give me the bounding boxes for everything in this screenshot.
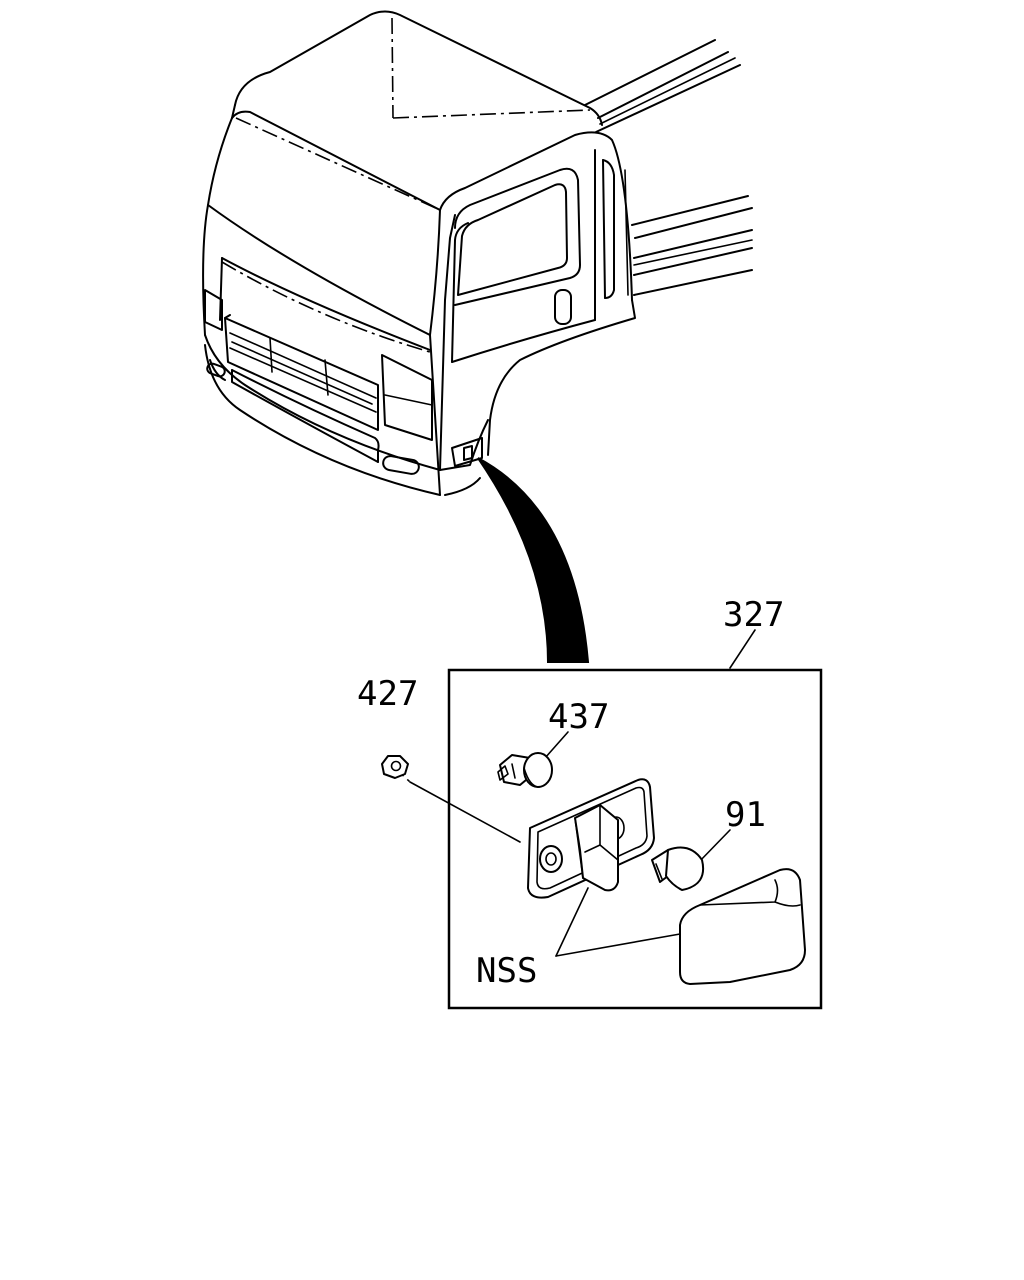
cab-roof bbox=[231, 10, 603, 211]
callout-437: 437 bbox=[548, 697, 609, 737]
nut-part-427 bbox=[381, 755, 409, 779]
lamp-housing-nss bbox=[527, 778, 655, 899]
detail-box bbox=[447, 668, 823, 1010]
windshield bbox=[207, 110, 441, 336]
socket-part-437 bbox=[497, 752, 553, 788]
cab-front bbox=[202, 204, 441, 496]
location-arrow bbox=[477, 457, 590, 663]
callout-427: 427 bbox=[357, 674, 418, 714]
callout-327: 327 bbox=[723, 595, 784, 635]
callout-nss: NSS bbox=[476, 951, 537, 991]
cab-side-door bbox=[439, 131, 636, 496]
lens-nss bbox=[679, 868, 806, 985]
bulb-part-91 bbox=[651, 846, 704, 891]
chassis-rails bbox=[584, 39, 753, 296]
leader-lines bbox=[391, 629, 756, 957]
callout-91: 91 bbox=[725, 795, 766, 835]
truck-cab-illustration bbox=[202, 10, 753, 663]
